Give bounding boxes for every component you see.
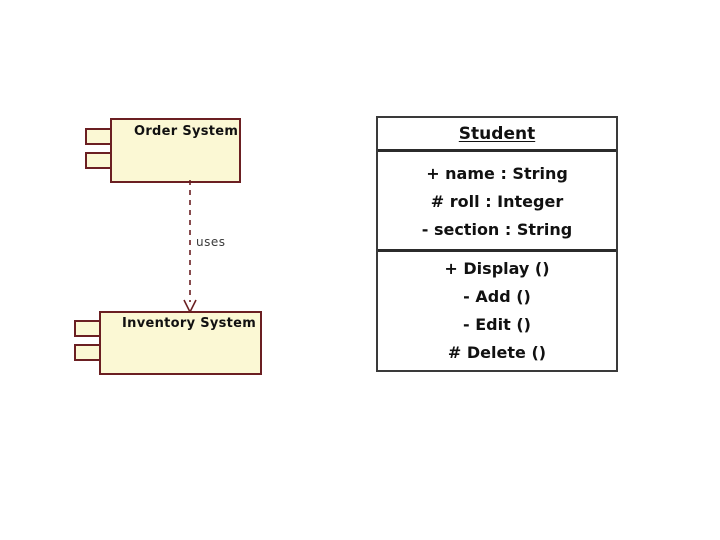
component-label-order-system: Order System [134,124,239,139]
class-attribute: + name : String [426,163,568,183]
class-attributes-compartment: + name : String # roll : Integer - secti… [378,152,616,252]
class-operation: - Add () [463,287,531,306]
class-operation: - Edit () [463,315,531,334]
class-operation: # Delete () [447,343,547,362]
dependency-label: uses [196,235,226,249]
class-name-label: Student [458,123,536,144]
class-name-compartment: Student [378,118,616,152]
class-operation: + Display () [444,259,550,278]
component-body [110,118,241,183]
class-operations-compartment: + Display () - Add () - Edit () # Delete… [378,252,616,368]
class-box-student[interactable]: Student + name : String # roll : Integer… [376,116,618,372]
class-attribute: - section : String [421,219,573,239]
component-body [99,311,262,375]
class-attribute: # roll : Integer [430,191,564,211]
component-label-inventory-system: Inventory System [122,316,257,331]
